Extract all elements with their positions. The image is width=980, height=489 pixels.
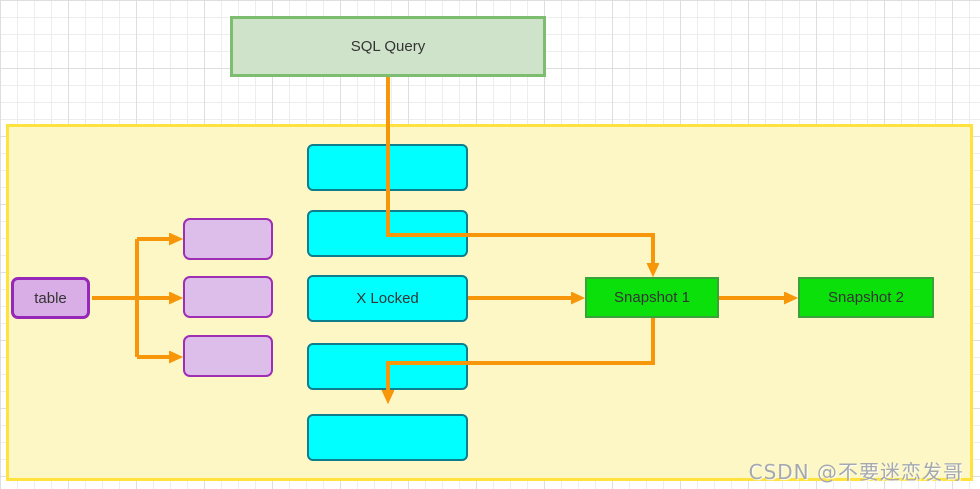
cyan-box-2 — [307, 210, 468, 257]
node-sql-query: SQL Query — [230, 16, 546, 77]
cyan-box-4 — [307, 343, 468, 390]
node-snapshot-1-label: Snapshot 1 — [614, 289, 690, 306]
node-snapshot-2: Snapshot 2 — [798, 277, 934, 318]
cyan-box-5 — [307, 414, 468, 461]
watermark: CSDN @不要迷恋发哥 — [748, 460, 964, 484]
node-sql-query-label: SQL Query — [350, 38, 426, 55]
node-snapshot-2-label: Snapshot 2 — [828, 289, 904, 306]
node-x-locked-label: X Locked — [356, 290, 419, 307]
node-snapshot-1: Snapshot 1 — [585, 277, 719, 318]
node-x-locked: X Locked — [307, 275, 468, 322]
purple-box-1 — [183, 218, 273, 260]
cyan-box-1 — [307, 144, 468, 191]
node-table: table — [11, 277, 90, 319]
purple-box-3 — [183, 335, 273, 377]
node-table-label: table — [34, 289, 67, 307]
purple-box-2 — [183, 276, 273, 318]
